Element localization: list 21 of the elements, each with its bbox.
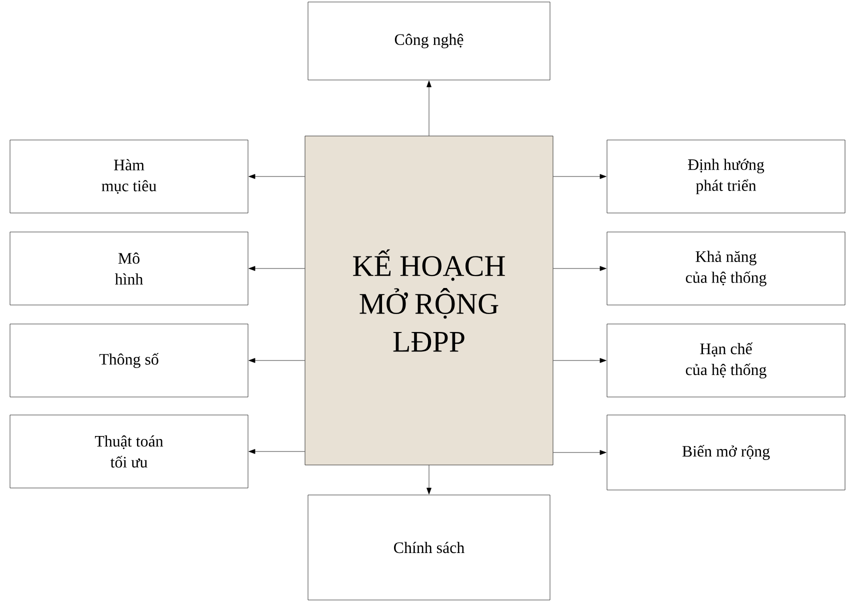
topic-box: Hàm mục tiêu — [10, 140, 248, 214]
arrow — [426, 464, 432, 494]
arrow — [553, 358, 606, 363]
center-box: KẾ HOẠCH MỞ RỘNG LĐPP — [304, 136, 554, 466]
arrow — [553, 450, 606, 455]
topic-box: Mô hình — [10, 232, 248, 306]
arrow — [426, 80, 432, 136]
arrow — [553, 266, 606, 271]
topic-box: Hạn chế của hệ thống — [606, 324, 846, 398]
topic-box: Thông số — [10, 324, 248, 398]
topic-box: Khả năng của hệ thống — [606, 232, 846, 306]
arrow — [248, 449, 305, 454]
topic-box: Công nghệ — [308, 2, 550, 80]
topic-box: Thuật toán tối ưu — [10, 414, 248, 488]
arrow — [248, 358, 305, 363]
topic-box: Biến mở rộng — [606, 414, 846, 490]
topic-box: Chính sách — [308, 494, 550, 600]
arrow — [553, 174, 606, 179]
arrow — [248, 174, 305, 179]
topic-box: Định hướng phát triển — [606, 140, 846, 214]
arrow — [248, 266, 305, 271]
